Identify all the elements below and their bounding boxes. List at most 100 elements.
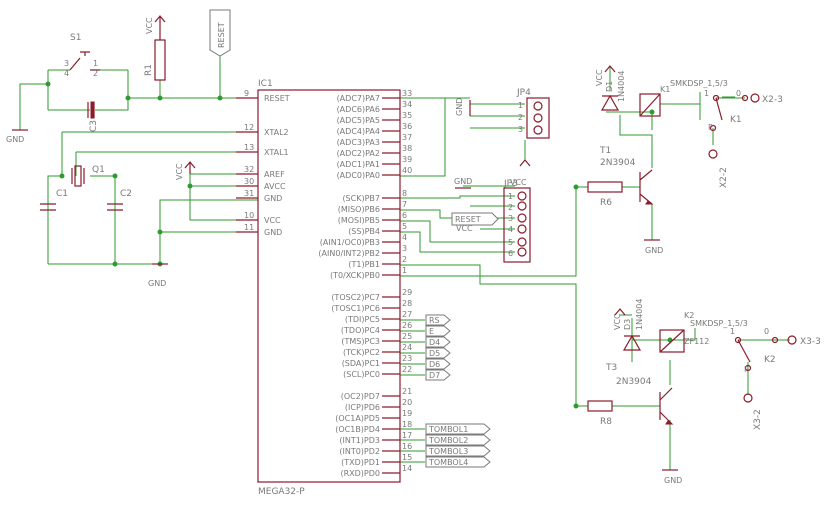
gnd-symbol-t1: GND [644,239,663,255]
pin-label: (TDI)PC5 [345,315,380,324]
pin-number: 40 [402,166,412,175]
svg-text:2N3904: 2N3904 [600,158,636,168]
pin-number: 11 [244,223,254,232]
isp-reset-label: RESET [451,212,499,226]
svg-text:GND: GND [454,177,472,186]
svg-text:C1: C1 [56,189,68,199]
svg-text:RESET: RESET [455,215,481,224]
pin-label: (ADC4)PA4 [337,127,380,136]
wires [19,55,790,470]
pin-number: 1 [402,266,407,275]
ic1-right-pin: 22(SCL)PC0 [343,365,412,379]
pin-number: 8 [402,189,407,198]
pin-number: 4 [402,233,407,242]
ic1-microcontroller: IC1 MEGA32-P [257,79,401,497]
svg-text:D7: D7 [429,371,440,380]
pin-label: (AIN0/INT2)PB2 [318,249,380,258]
svg-text:TOMBOL1: TOMBOL1 [428,425,468,434]
ic1-right-pin: 37(ADC3)PA3 [337,133,413,147]
relay-k2: K2 SMKDSP_1,5/3 ZF112 K2 1 0 P [659,311,779,374]
svg-text:JP3: JP3 [503,179,518,189]
svg-text:VCC: VCC [175,163,184,180]
svg-text:SMKDSP_1,5/3: SMKDSP_1,5/3 [690,319,748,328]
ic1-right-pin: 24(TCK)PC2 [343,343,412,357]
vcc-symbol-k2: VCC [613,308,626,330]
net-label-d6: D6 [425,358,451,370]
svg-text:D6: D6 [429,360,440,369]
ic1-right-pin: 4(AIN1/OC0)PB3 [320,233,407,247]
pin-number: 29 [402,288,412,297]
ic1-right-pin: 15(TXD)PD1 [341,453,412,467]
svg-text:0: 0 [736,89,741,98]
svg-text:K1: K1 [660,85,670,94]
pin-label: (TCK)PC2 [343,348,380,357]
pin-number: 22 [402,365,412,374]
ic1-right-pin: 7 (MISO)PB6 [338,200,407,214]
terminal-x3-2: X3-2 [743,393,763,430]
resistor-r6: R6 [587,181,623,208]
svg-text:T1: T1 [599,146,611,156]
svg-text:4: 4 [64,69,69,78]
net-label-rs: RS [425,314,451,326]
pin-number: 30 [244,177,254,186]
net-label-d7: D7 [425,369,451,381]
pin-label: (ADC5)PA5 [337,116,380,125]
ic1-right-pin: 1(T0/XCK)PB0 [330,266,407,280]
svg-text:X3-2: X3-2 [753,409,763,430]
net-label-d5: D5 [425,347,451,359]
ic1-right-pin: 28(TOSC1)PC6 [331,299,412,313]
pin-label: (TOSC2)PC7 [331,293,380,302]
pin-number: 33 [402,89,412,98]
svg-text:X3-3: X3-3 [800,337,821,347]
pin-number: 37 [402,133,412,142]
pin-number: 28 [402,299,412,308]
pin-number: 18 [402,420,412,429]
pin-number: 7 [402,200,407,209]
ic1-right-pin: 19(OC1A)PD5 [335,409,412,423]
pin-number: 31 [244,189,254,198]
pin-number: 35 [402,111,412,120]
pin-number: 39 [402,155,412,164]
diode-d3: D3 1N4004 [622,299,644,351]
svg-text:1N4004: 1N4004 [617,71,626,102]
pin-label: RESET [264,94,290,103]
net-label-tombol4: TOMBOL4 [425,456,491,468]
ic1-right-pin: 14(RXD)PD0 [340,464,412,478]
terminal-x3-3: X3-3 [787,335,821,347]
ic1-right-pin: 34(ADC6)PA6 [337,100,413,114]
svg-text:1: 1 [518,101,523,110]
svg-text:5: 5 [508,238,513,247]
pin-number: 21 [402,387,412,396]
pin-number: 10 [244,211,254,220]
net-label-d4: D4 [425,336,451,348]
ic1-right-pin: 8(SCK)PB7 [342,189,407,203]
pin-number: 23 [402,354,412,363]
svg-text:VCC: VCC [456,224,473,233]
svg-text:2: 2 [508,203,513,212]
pin-number: 2 [402,255,407,264]
pin-number: 26 [402,321,412,330]
svg-text:T3: T3 [605,363,617,373]
ic1-right-pin: 29 (TOSC2)PC7 [331,288,412,302]
svg-text:S1: S1 [70,33,81,43]
pin-label: (MISO)PB6 [338,205,380,214]
ic1-name: IC1 [258,79,273,89]
header-jp4: JP4 1 2 3 [516,88,550,139]
svg-text:VCC: VCC [613,313,622,330]
svg-text:GND: GND [148,279,166,288]
pin-label: (ADC6)PA6 [337,105,380,114]
pin-number: 3 [402,244,407,253]
svg-text:TOMBOL3: TOMBOL3 [428,447,468,456]
ic1-right-pin: 6(MOSI)PB5 [338,211,407,225]
pin-number: 6 [402,211,407,220]
pin-label: (INT0)PD2 [339,447,380,456]
capacitor-c3: C3 [87,101,99,132]
svg-text:K2: K2 [684,311,694,320]
svg-text:D5: D5 [429,349,440,358]
pin-label: (TMS)PC3 [341,337,380,346]
